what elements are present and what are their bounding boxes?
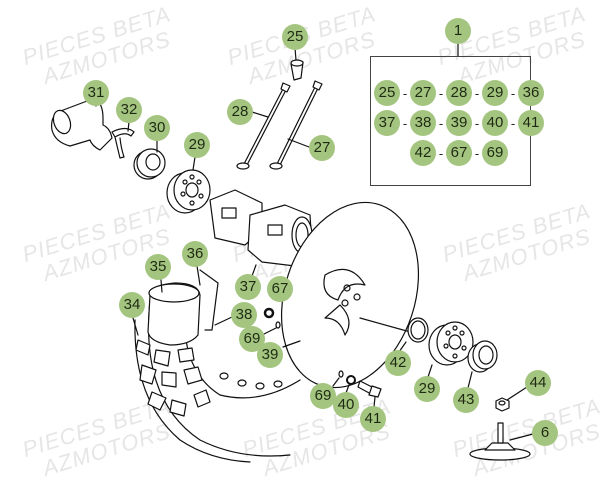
part-29-bearing-icon xyxy=(166,156,211,214)
part-30-seal-icon xyxy=(133,139,166,180)
kit-callout[interactable]: 25 xyxy=(374,80,400,106)
kit-callout[interactable]: 36 xyxy=(518,80,544,106)
kit-separator: - xyxy=(438,145,444,161)
part-25-cap-icon xyxy=(290,47,304,81)
callout-part-28[interactable]: 28 xyxy=(227,99,253,125)
kit-callout[interactable]: 37 xyxy=(374,110,400,136)
callout-part-40[interactable]: 40 xyxy=(333,392,359,418)
part-39-brake-disc-icon xyxy=(280,201,420,389)
kit-callout[interactable]: 41 xyxy=(518,110,544,136)
kit-separator: - xyxy=(474,85,480,101)
kit-callout[interactable]: 69 xyxy=(482,140,508,166)
callout-part-34[interactable]: 34 xyxy=(119,292,145,318)
callout-part-6[interactable]: 6 xyxy=(532,420,558,446)
kit-callout[interactable]: 28 xyxy=(446,80,472,106)
part-69-pin-icon xyxy=(332,370,344,387)
callout-part-43[interactable]: 43 xyxy=(453,387,479,413)
kit-row-1: 25 - 27 - 28 - 29 - 36 xyxy=(374,80,544,106)
part-27-axle-bolt-icon xyxy=(269,80,323,170)
part-40-washer-icon xyxy=(345,375,356,394)
kit-separator: - xyxy=(402,85,408,101)
part-28-axle-bolt-icon xyxy=(236,82,291,170)
callout-part-37[interactable]: 37 xyxy=(235,274,261,300)
part-31-sleeve-icon xyxy=(51,97,113,151)
kit-row-2: 37 - 38 - 39 - 40 - 41 xyxy=(374,110,544,136)
part-37-hub-icon xyxy=(209,189,313,277)
kit-callout[interactable]: 42 xyxy=(410,140,436,166)
callout-part-36[interactable]: 36 xyxy=(182,241,208,267)
part-34-tire-icon xyxy=(132,265,251,463)
kit-separator: - xyxy=(402,115,408,131)
kit-separator: - xyxy=(474,115,480,131)
kit-callout[interactable]: 38 xyxy=(410,110,436,136)
kit-row-3: 42 - 67 - 69 xyxy=(410,140,508,166)
callout-part-41[interactable]: 41 xyxy=(360,406,386,432)
kit-callout[interactable]: 39 xyxy=(446,110,472,136)
kit-separator: - xyxy=(438,115,444,131)
kit-callout[interactable]: 29 xyxy=(482,80,508,106)
callout-part-29[interactable]: 29 xyxy=(414,376,440,402)
callout-part-44[interactable]: 44 xyxy=(525,370,551,396)
callout-part-32[interactable]: 32 xyxy=(116,97,142,123)
kit-callout[interactable]: 27 xyxy=(410,80,436,106)
kit-callout[interactable]: 67 xyxy=(446,140,472,166)
callout-part-25[interactable]: 25 xyxy=(282,24,308,50)
callout-part-27[interactable]: 27 xyxy=(309,135,335,161)
kit-separator: - xyxy=(510,115,516,131)
callout-part-67[interactable]: 67 xyxy=(267,276,293,302)
part-43-seal-icon xyxy=(467,340,498,389)
kit-separator: - xyxy=(510,85,516,101)
callout-part-30[interactable]: 30 xyxy=(144,115,170,141)
callout-part-42[interactable]: 42 xyxy=(385,350,411,376)
part-41-bolt-icon xyxy=(357,380,382,408)
kit-separator: - xyxy=(474,145,480,161)
callout-part-39[interactable]: 39 xyxy=(257,342,283,368)
callout-part-69[interactable]: 69 xyxy=(310,383,336,409)
part-69-pin-icon xyxy=(261,321,281,336)
callout-kit-1[interactable]: 1 xyxy=(445,18,471,44)
callout-part-29[interactable]: 29 xyxy=(184,132,210,158)
callout-part-35[interactable]: 35 xyxy=(145,254,171,280)
part-29-bearing-icon xyxy=(427,321,474,378)
part-42-spacer-icon xyxy=(359,317,429,353)
part-67-washer-icon xyxy=(263,307,275,319)
callout-part-38[interactable]: 38 xyxy=(231,302,257,328)
exploded-view-drawing xyxy=(51,43,534,463)
part-32-clip-icon xyxy=(111,121,135,159)
part-44-nut-icon xyxy=(495,386,528,412)
kit-callout[interactable]: 40 xyxy=(482,110,508,136)
part-6-rim-lock-icon xyxy=(469,422,534,461)
callout-part-31[interactable]: 31 xyxy=(83,80,109,106)
kit-separator: - xyxy=(438,85,444,101)
